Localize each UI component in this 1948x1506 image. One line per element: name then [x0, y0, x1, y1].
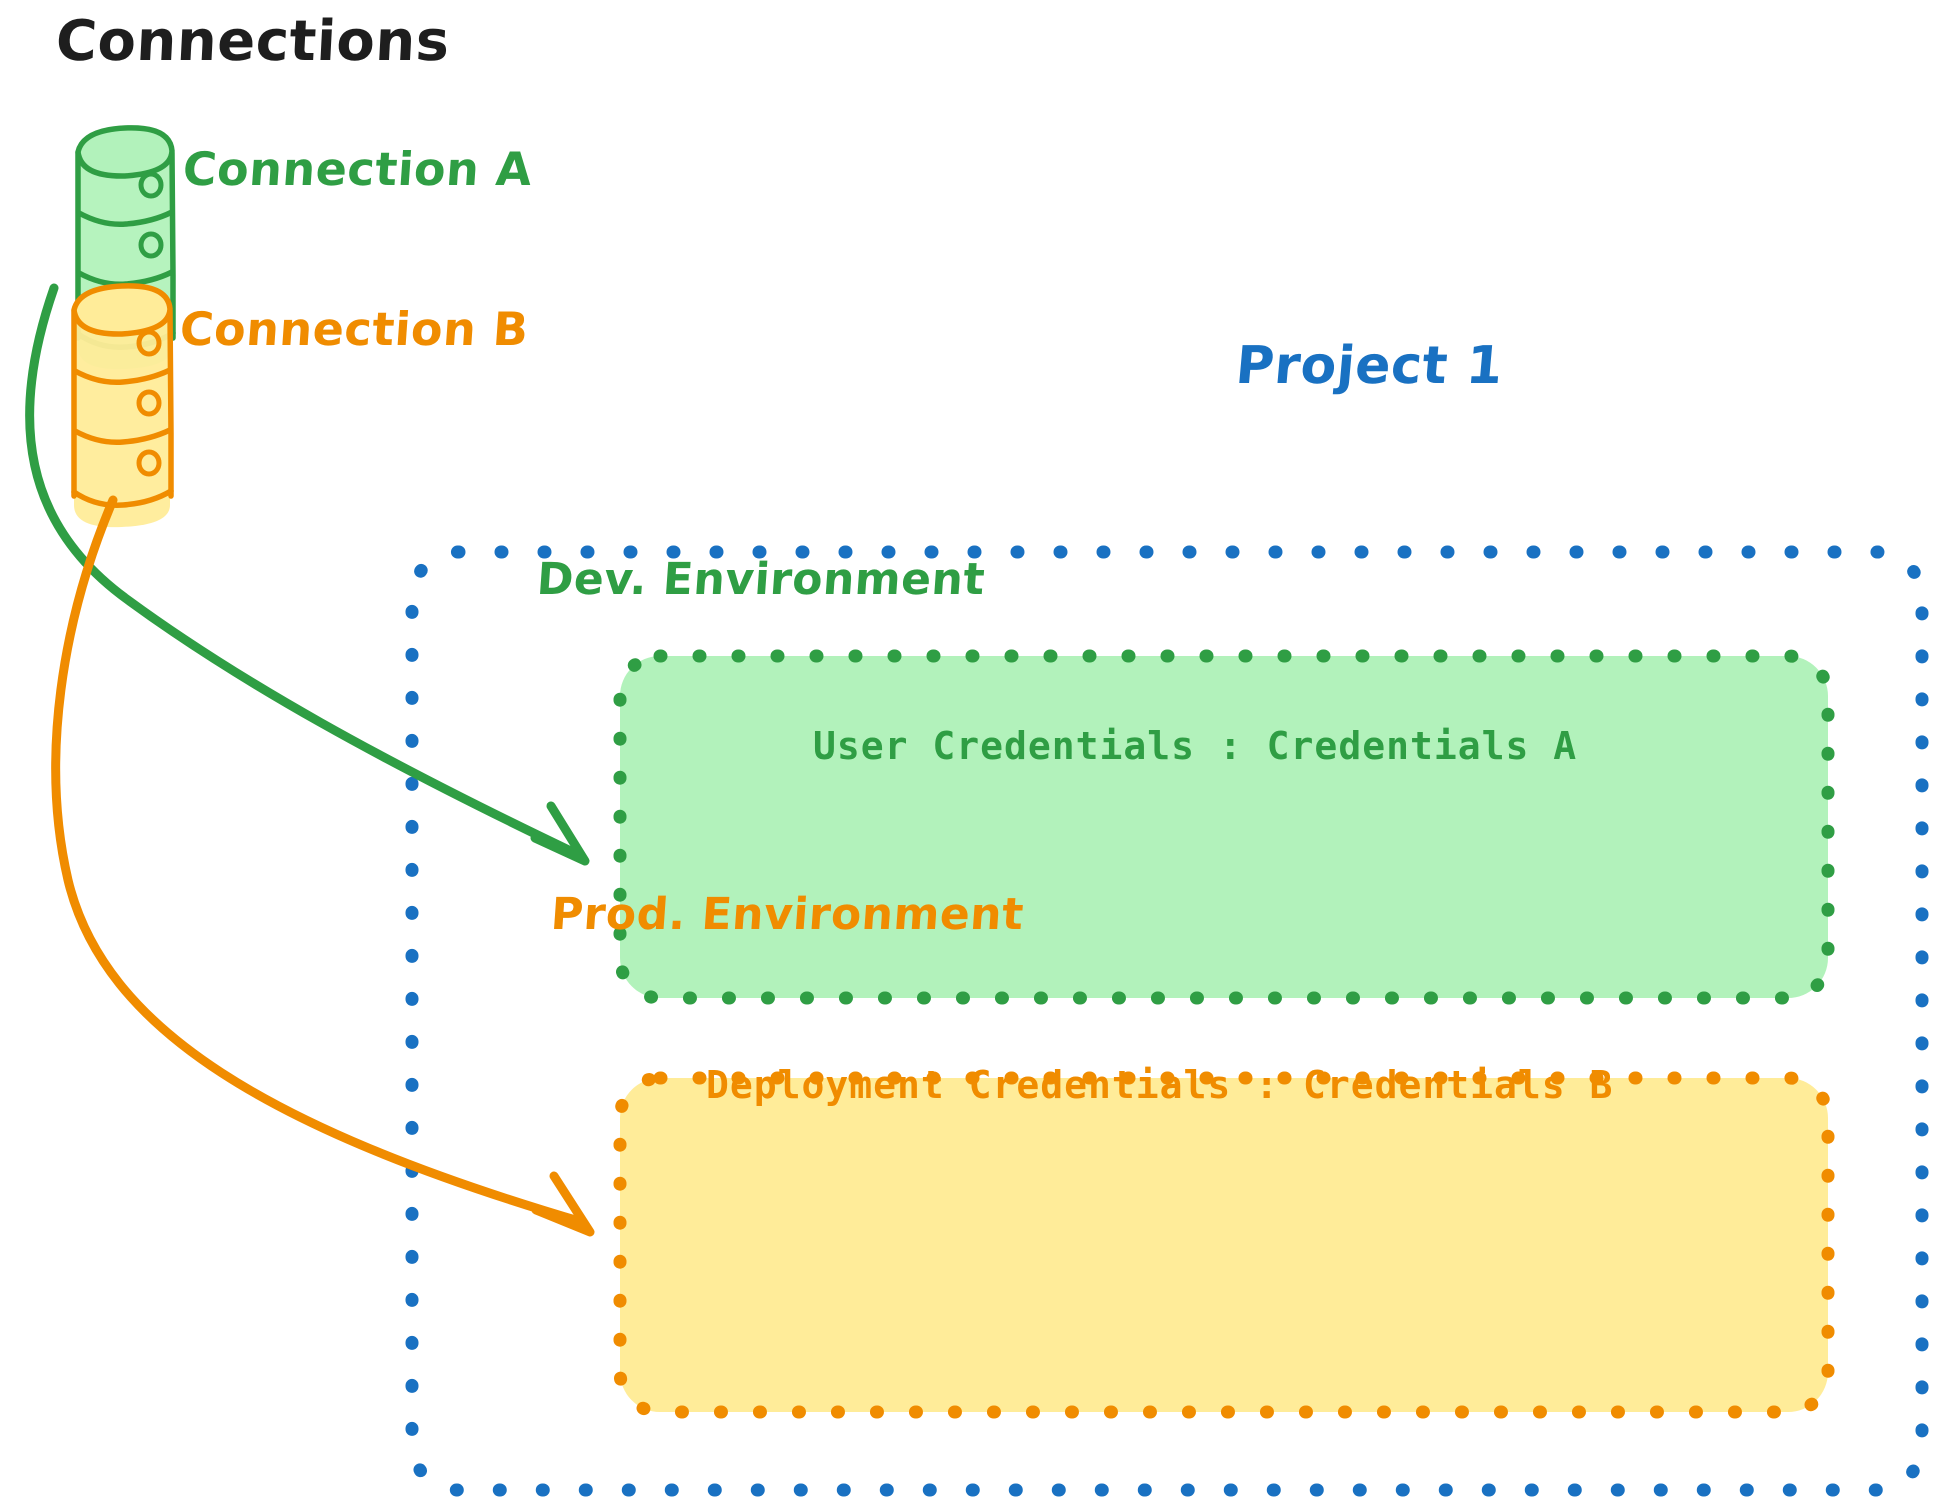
db-b-divider-1 [72, 367, 173, 386]
page-title: Connections [54, 9, 452, 74]
dev-environment-dotted-border [613, 649, 1835, 1005]
db-a-divider-1 [76, 209, 175, 228]
arrow-connection-b-to-prod[interactable] [51, 495, 595, 1237]
dev-environment-box[interactable] [613, 649, 1835, 1005]
db-b-body-fill [74, 286, 170, 528]
connection-b-database-icon[interactable] [71, 283, 174, 528]
dev-environment-title: Dev. Environment [535, 554, 987, 605]
db-b-right-wall [167, 308, 174, 499]
prod-environment-title: Prod. Environment [549, 889, 1026, 940]
connection-b-label[interactable]: Connection B [178, 302, 531, 356]
db-b-led-1 [136, 329, 162, 357]
dev-environment-fill [620, 656, 1828, 998]
db-b-led-2 [136, 389, 162, 417]
connection-a-label[interactable]: Connection A [181, 142, 534, 196]
db-a-led-1 [138, 171, 164, 199]
arrow-a-path [25, 283, 580, 858]
prod-environment-fill [620, 1078, 1828, 1412]
dev-environment-credentials: User Credentials : Credentials A [813, 724, 1578, 768]
db-a-top [75, 125, 175, 179]
prod-environment-credentials: Deployment Credentials : Credentials B [706, 1063, 1614, 1107]
db-b-led-3 [136, 449, 162, 477]
db-b-top [71, 283, 173, 337]
db-b-bottom [71, 488, 174, 508]
arrow-a-head [530, 801, 590, 866]
project-title: Project 1 [1233, 336, 1506, 396]
prod-environment-dotted-border [613, 1071, 1835, 1419]
arrow-b-head [531, 1171, 595, 1237]
arrow-b-path [51, 495, 587, 1227]
arrow-connection-a-to-dev[interactable] [25, 283, 590, 866]
db-a-led-2 [138, 231, 164, 259]
prod-environment-box[interactable] [613, 1071, 1835, 1419]
db-b-divider-2 [72, 427, 173, 446]
